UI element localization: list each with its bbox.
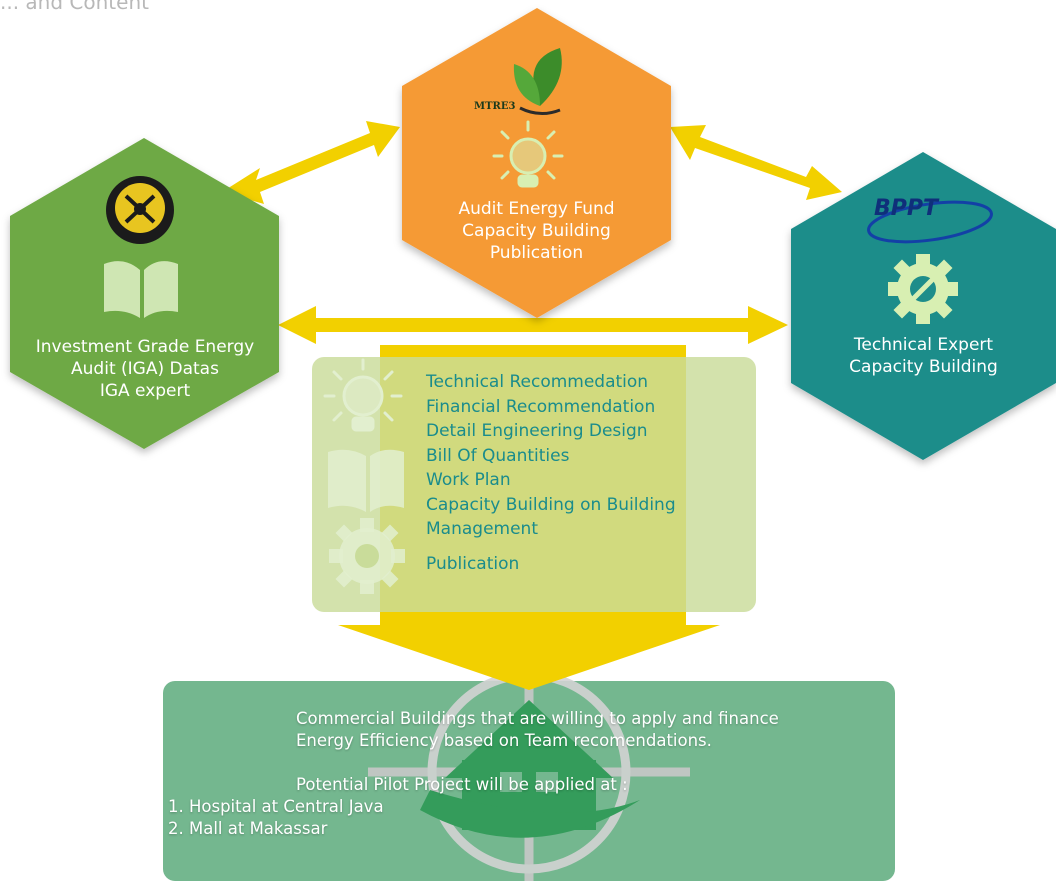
panel-lightbulb-icon xyxy=(323,358,403,432)
result-line xyxy=(296,752,779,774)
result-text: Commercial Buildings that are willing to… xyxy=(168,708,779,840)
hex-left-line: Investment Grade Energy xyxy=(35,337,255,357)
arrow-left-top xyxy=(222,121,400,204)
list-item: Bill Of Quantities xyxy=(426,445,570,466)
header-cut-text: ... and Content xyxy=(0,0,149,14)
result-line: Commercial Buildings that are willing to… xyxy=(296,709,779,728)
hex-top-line: Capacity Building xyxy=(462,221,611,241)
hex-top-text: Audit Energy Fund Capacity Building Publ… xyxy=(402,198,671,264)
list-item: Management xyxy=(426,519,538,539)
result-line: Potential Pilot Project will be applied … xyxy=(296,775,628,794)
hex-top-line: Audit Energy Fund xyxy=(458,199,615,219)
result-line: 1. Hospital at Central Java xyxy=(168,797,384,816)
ministry-emblem-icon xyxy=(106,176,174,244)
target-house-icon xyxy=(368,648,690,881)
list-item: Work Plan xyxy=(426,470,511,490)
list-item: Technical Recommedation xyxy=(426,372,649,392)
lightbulb-icon xyxy=(492,120,564,188)
list-item: Publication xyxy=(426,553,520,574)
book-icon xyxy=(104,261,178,318)
arrow-left-right xyxy=(278,306,788,344)
hex-right-line: Capacity Building xyxy=(849,357,998,377)
bppt-logo-icon xyxy=(867,200,993,244)
hex-left-line: IGA expert xyxy=(99,381,191,401)
list-item: Financial Recommendation xyxy=(426,396,656,417)
list-item: Detail Engineering Design xyxy=(426,421,648,441)
bppt-logo-text: BPPT xyxy=(874,196,939,221)
deliverables-list: Technical Recommedation Financial Recomm… xyxy=(426,370,676,576)
hex-top-line: Publication xyxy=(489,243,584,263)
result-line: 2. Mall at Makassar xyxy=(168,819,328,838)
hex-left-text: Investment Grade Energy Audit (IGA) Data… xyxy=(6,336,284,402)
arrow-top-right xyxy=(670,125,842,200)
leaf-logo-icon xyxy=(513,48,562,115)
panel-gear-icon xyxy=(329,518,405,594)
hex-right-line: Technical Expert xyxy=(853,335,994,355)
hex-left-line: Audit (IGA) Datas xyxy=(71,359,219,379)
result-line: Energy Efficiency based on Team recomend… xyxy=(296,731,712,750)
hex-right-text: Technical Expert Capacity Building xyxy=(791,334,1056,378)
gear-wrench-icon xyxy=(888,254,958,324)
list-item: Capacity Building on Building xyxy=(426,494,676,515)
panel-book-icon xyxy=(328,449,404,512)
mtre3-logo-text: MTRE3 xyxy=(474,101,516,112)
deliverables-panel xyxy=(312,357,756,612)
